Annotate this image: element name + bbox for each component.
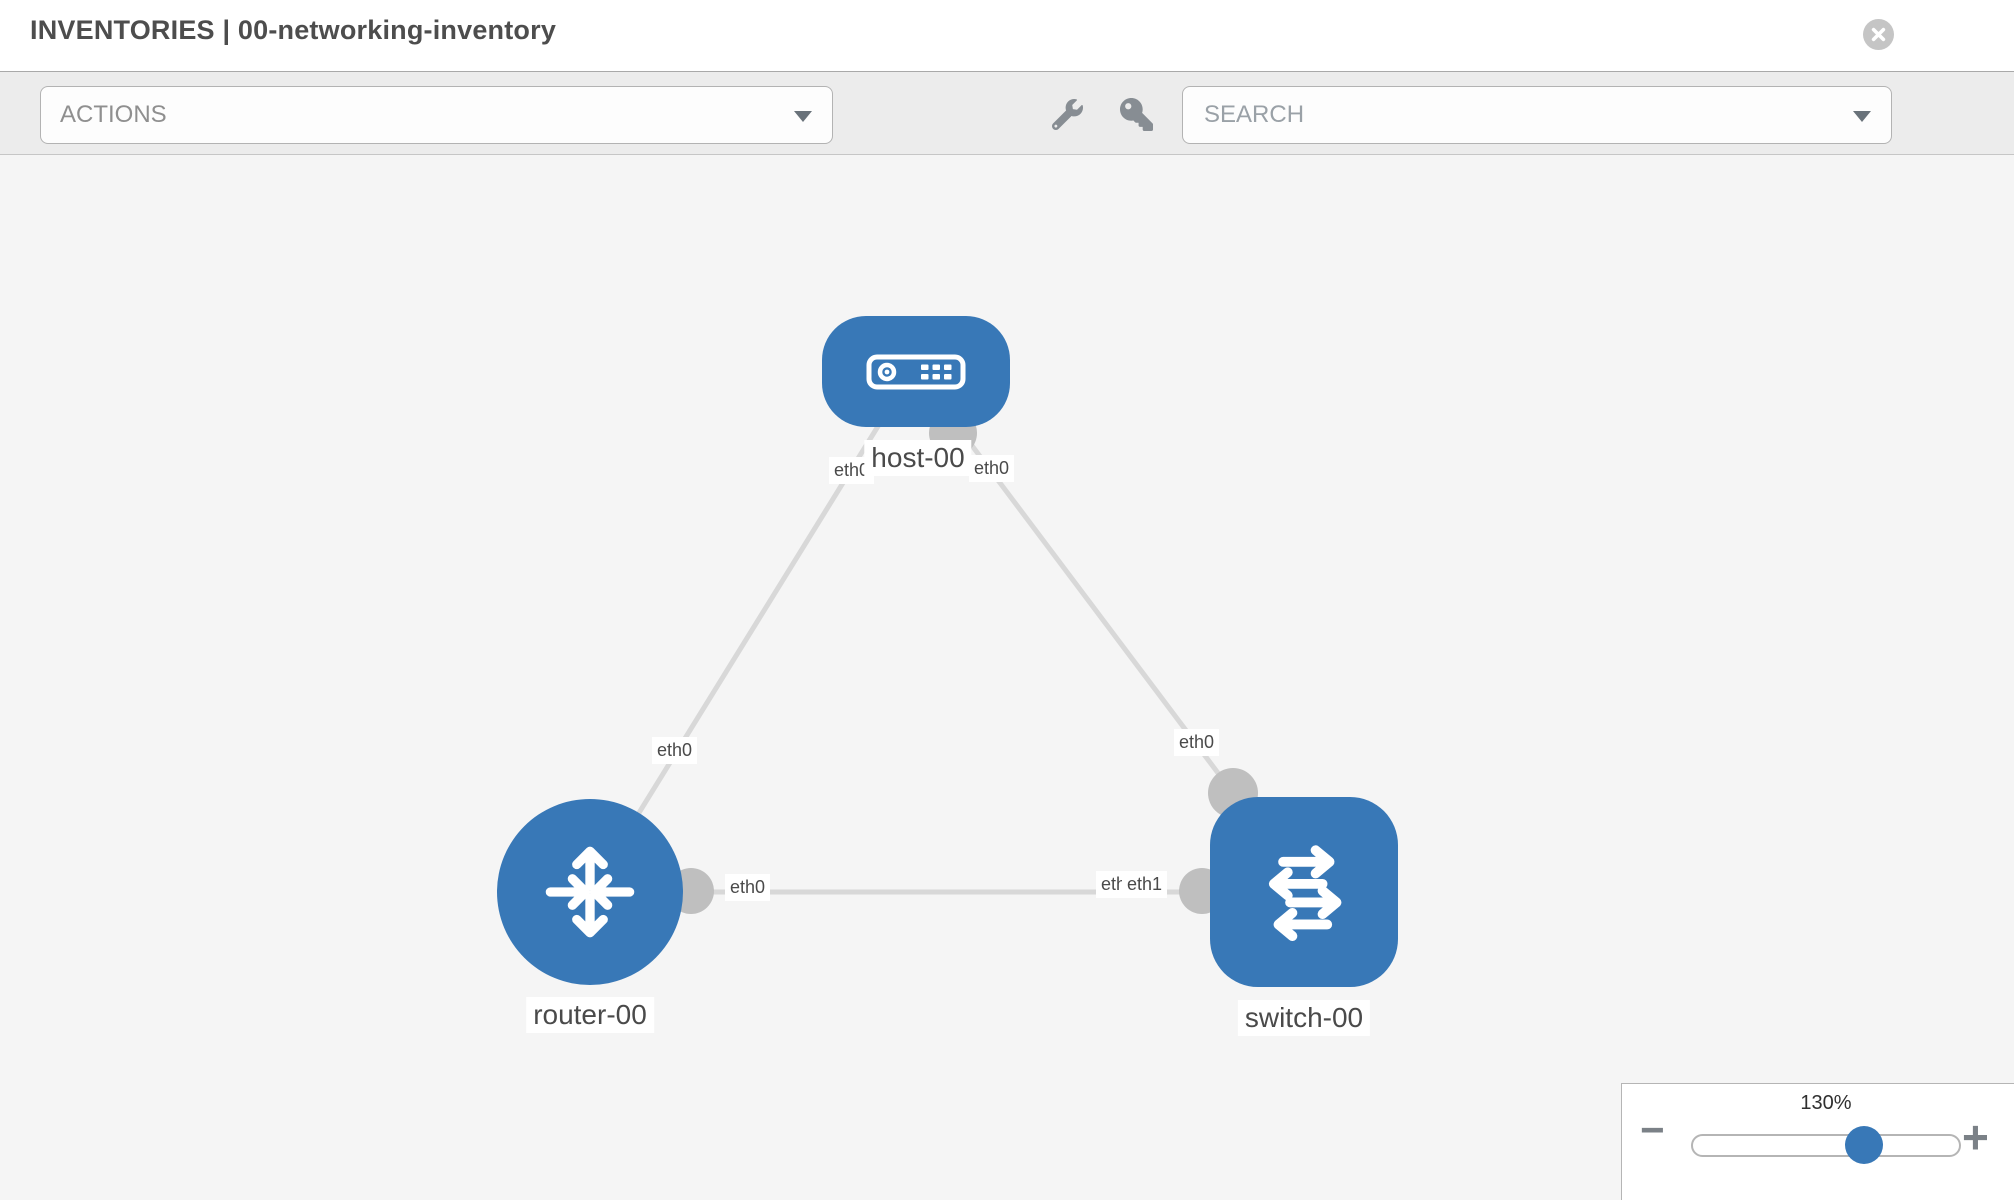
node-label: router-00 <box>526 997 654 1034</box>
interface-label: eth0 <box>652 737 698 764</box>
close-button[interactable] <box>1863 19 1894 50</box>
zoom-out-button[interactable]: − <box>1640 1106 1665 1154</box>
node-switch-00[interactable] <box>1210 797 1398 987</box>
actions-dropdown[interactable]: ACTIONS <box>40 86 833 144</box>
zoom-slider-thumb[interactable] <box>1845 1126 1883 1164</box>
key-icon <box>1119 97 1153 131</box>
zoom-slider-track[interactable] <box>1691 1126 1961 1164</box>
interface-label: eth1 <box>1122 871 1168 898</box>
close-icon <box>1871 27 1886 42</box>
interface-label: eth0 <box>725 874 771 901</box>
router-icon <box>545 846 635 938</box>
zoom-in-button[interactable]: + <box>1962 1110 1989 1164</box>
wrench-button[interactable] <box>1043 86 1091 142</box>
actions-label: ACTIONS <box>60 101 167 128</box>
zoom-level: 130% <box>1800 1092 1852 1114</box>
zoom-panel: 130% − + <box>1621 1083 2014 1200</box>
header: INVENTORIES | 00-networking-inventory <box>0 0 2014 71</box>
topology-edges <box>587 421 1303 895</box>
interface-label: eth0 <box>1174 729 1220 756</box>
chevron-down-icon <box>794 111 812 122</box>
wrench-icon <box>1051 98 1083 130</box>
toolbar: ACTIONS <box>0 71 2014 155</box>
search-dropdown[interactable] <box>1182 86 1892 144</box>
host-icon <box>866 354 966 389</box>
switch-icon <box>1268 845 1342 942</box>
node-label: switch-00 <box>1237 1000 1371 1037</box>
page-title: INVENTORIES | 00-networking-inventory <box>30 15 557 45</box>
node-label: host-00 <box>864 440 972 477</box>
node-host-00[interactable] <box>822 316 1010 427</box>
plus-icon: + <box>1962 1111 1989 1163</box>
chevron-down-icon <box>1853 111 1871 122</box>
search-input[interactable] <box>1202 100 1822 130</box>
node-router-00[interactable] <box>497 799 683 985</box>
topology-canvas[interactable]: eth0 eth0 eth0 eth0 eth0 eth0 eth1 host-… <box>0 155 2014 1200</box>
minus-icon: − <box>1640 1106 1665 1153</box>
interface-label: eth0 <box>969 455 1015 482</box>
key-button[interactable] <box>1112 86 1160 142</box>
